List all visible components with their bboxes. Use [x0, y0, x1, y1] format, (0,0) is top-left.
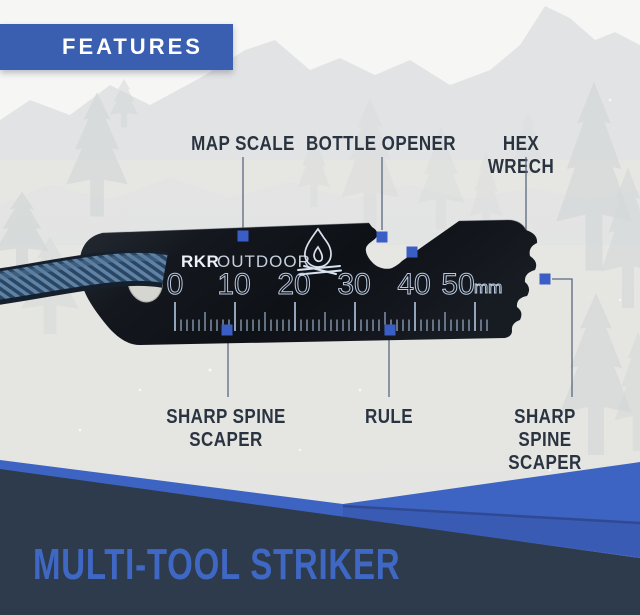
- callout-label-rule: RULE: [365, 406, 413, 428]
- callout-label-bottle-opener: BOTTLE OPENER: [305, 133, 457, 155]
- ruler-unit: mm: [474, 278, 502, 297]
- callout-line-sharp-spine-right: [552, 278, 573, 397]
- banner-crease-line: [342, 504, 640, 525]
- ruler-scale: 0 10 20 30 40 50 mm: [166, 268, 503, 331]
- banner-navy-block: [0, 469, 640, 615]
- brand-text-regular: OUTDOOR: [217, 252, 311, 271]
- marker-rule: [384, 324, 396, 336]
- tool-edge-highlight: [101, 219, 527, 234]
- marker-sharp-spine-left: [221, 324, 233, 336]
- ruler-number-20: 20: [277, 268, 310, 301]
- product-title: MULTI-TOOL STRIKER: [33, 540, 401, 589]
- callout-label-sharp-spine-scaper-right: SHARP SPINE SCAPER: [508, 406, 582, 474]
- features-badge: FEATURES: [0, 24, 233, 70]
- callout-label-hex-wrech: HEX WRECH: [487, 133, 555, 178]
- ruler-number-40: 40: [397, 268, 430, 301]
- marker-map-scale: [237, 230, 249, 242]
- callout-label-map-scale: MAP SCALE: [191, 133, 295, 155]
- mountain-ridge-far: [0, 6, 640, 160]
- lanyard-cord: [0, 249, 169, 305]
- ruler-number-30: 30: [337, 268, 370, 301]
- ruler-number-0: 0: [167, 268, 184, 301]
- tool-body: [80, 220, 538, 345]
- features-badge-label: FEATURES: [62, 34, 203, 59]
- campfire-icon: [297, 227, 342, 276]
- brand-text-bold: RKR: [181, 252, 219, 271]
- ruler-ticks: [174, 302, 488, 331]
- banner-blue-wedge-shade: [343, 507, 640, 557]
- marker-sharp-spine-right: [539, 273, 551, 285]
- marker-bottle-opener: [376, 231, 388, 243]
- ruler-number-50: 50: [441, 268, 474, 301]
- callout-markers: [221, 230, 551, 336]
- callout-label-sharp-spine-scaper-left: SHARP SPINE SCAPER: [166, 406, 286, 451]
- ruler-number-10: 10: [217, 268, 250, 301]
- marker-hex-wrech: [406, 246, 418, 258]
